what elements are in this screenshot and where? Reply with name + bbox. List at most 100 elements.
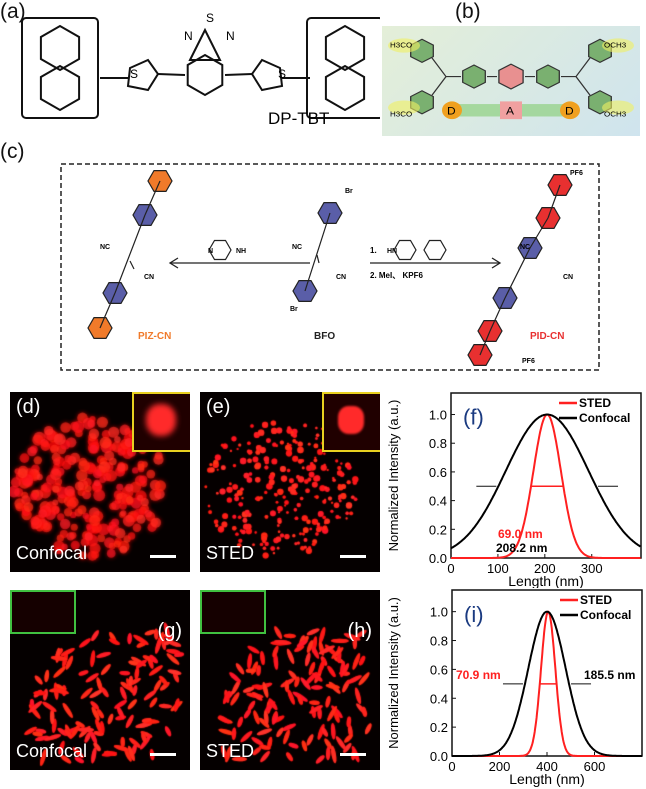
x-tick-label: 300 [581, 561, 603, 576]
donor-circle [442, 101, 462, 120]
y-tick-label: 0.4 [429, 494, 447, 509]
legend-label: STED [580, 593, 612, 607]
inset-particle [146, 404, 176, 436]
cyclophane-bridge [306, 17, 380, 119]
fwhm-annotation: 70.9 nm [456, 668, 501, 682]
bond [431, 57, 447, 96]
alkene-bond [129, 260, 135, 270]
y-tick-label: 0.8 [429, 436, 447, 451]
bromo-label: Br [290, 306, 298, 313]
bromo-label: Br [345, 188, 353, 195]
y-axis-label: Normalized Intensity (a.u.) [386, 400, 401, 552]
methoxy-label: H3CO [390, 41, 412, 49]
x-tick-label: 100 [487, 561, 509, 576]
image-mode-label: Confocal [16, 741, 88, 761]
legend-label: Confocal [579, 411, 630, 425]
zoom-inset [132, 392, 190, 452]
panel-label-c: (c) [0, 140, 25, 163]
thiadiazole-ring [188, 27, 222, 61]
sulfur-atom: S [206, 11, 214, 25]
x-tick-label: 0 [447, 561, 454, 576]
reagent-atom: NH [236, 248, 246, 255]
fwhm-annotation: 69.0 nm [498, 527, 543, 541]
nitrile-label: NC [100, 244, 110, 251]
image-mode-label: Confocal [16, 543, 88, 563]
inset-particle [338, 406, 364, 434]
methoxy-label: H3CO [390, 110, 412, 118]
piperazine-ring [208, 239, 232, 261]
cyclophane-ring [39, 24, 81, 72]
nitrile-label: CN [144, 274, 154, 281]
x-tick-label: 0 [448, 759, 455, 774]
bond [575, 57, 591, 96]
confocal-image-bottom: (g) Confocal [10, 590, 190, 770]
piperidine-ring [393, 239, 417, 261]
bond [479, 330, 491, 356]
donor-circle [560, 101, 580, 120]
panel-label-d: (d) [16, 396, 41, 418]
sted-image-bottom: (h) STED [200, 590, 380, 770]
acceptor-box [500, 101, 522, 120]
reagent-atom: N [208, 248, 213, 255]
x-tick-label: 200 [534, 561, 556, 576]
counterion-label: PF6 [522, 358, 535, 365]
piz-cn-label: PIZ-CN [138, 331, 171, 342]
zoom-inset [322, 392, 380, 452]
panel-label-b: (b) [455, 0, 481, 23]
x-axis-label: Length (nm) [508, 573, 583, 588]
dpa-structure-image: H3CO H3CO OCH3 OCH3 D D A [382, 26, 640, 136]
step-1: 1. [370, 246, 377, 255]
confocal-image-top: (d) Confocal [10, 392, 190, 572]
nitrile-label: NC [520, 244, 530, 251]
fwhm-annotation: 185.5 nm [584, 668, 635, 682]
acceptor-label: A [506, 106, 514, 117]
nitrile-label: CN [563, 274, 573, 281]
fwhm-annotation: 208.2 nm [496, 541, 547, 555]
series-line-confocal [452, 610, 642, 757]
zoom-inset [10, 590, 76, 634]
y-tick-label: 0.8 [430, 634, 448, 649]
y-tick-label: 0.0 [429, 551, 447, 566]
methoxy-label: OCH3 [604, 110, 626, 118]
cyclophane-ring [324, 64, 366, 112]
reagent-atom: HN [387, 248, 397, 255]
panel-label: (i) [464, 602, 484, 627]
legend-label: Confocal [580, 608, 631, 622]
sulfur-atom: S [278, 67, 286, 81]
scale-bar [150, 555, 176, 558]
zoom-inset [200, 590, 266, 634]
highlight [388, 100, 420, 115]
nitrogen-atom: N [226, 29, 235, 43]
y-tick-label: 0.6 [429, 465, 447, 480]
panel-label-h: (h) [347, 620, 372, 642]
x-tick-label: 400 [536, 759, 558, 774]
methoxy-label: OCH3 [604, 41, 626, 49]
step-2: 2. MeI、 KPF6 [370, 271, 423, 280]
benzothiadiazole-ring [186, 53, 224, 97]
y-tick-label: 1.0 [430, 605, 448, 620]
bond [504, 247, 531, 299]
nitrile-label: NC [292, 244, 302, 251]
pid-cn-label: PID-CN [530, 331, 564, 342]
scale-bar [340, 753, 366, 756]
nitrile-label: CN [336, 274, 346, 281]
image-mode-label: STED [206, 543, 255, 563]
bond [304, 212, 331, 292]
y-tick-label: 0.2 [430, 720, 448, 735]
cyclophane-ring [39, 64, 81, 112]
counterion-label: PF6 [570, 170, 583, 177]
thiophene-ring [250, 58, 284, 92]
bond [144, 180, 161, 216]
scale-bar [150, 753, 176, 756]
highlight [602, 100, 634, 115]
y-tick-label: 0.2 [429, 522, 447, 537]
highlight [388, 38, 420, 53]
bond [547, 184, 561, 219]
y-tick-label: 0.0 [430, 749, 448, 764]
highlight [602, 38, 634, 53]
phenyl-ring [462, 64, 486, 89]
donor-label: D [447, 106, 456, 117]
